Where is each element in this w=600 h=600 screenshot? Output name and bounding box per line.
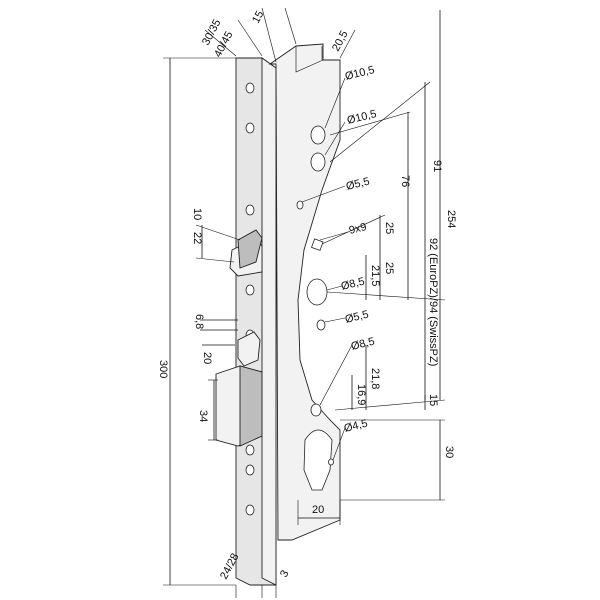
hole-top-b <box>310 152 326 172</box>
label-phi8-5-a: Ø8,5 <box>340 275 366 292</box>
dimension-lines <box>163 7 446 598</box>
label-phi5-5-a: Ø5,5 <box>345 175 371 192</box>
label-6-8: 6,8 <box>193 314 205 329</box>
hole-c <box>310 403 322 417</box>
holes <box>296 125 334 491</box>
label-300: 300 <box>157 360 169 378</box>
label-20-bottom: 20 <box>312 504 324 516</box>
hole-top-a <box>310 125 326 145</box>
cylinder-hole <box>306 278 328 306</box>
hole-small-b <box>316 319 326 331</box>
label-phi10-5-b: Ø10,5 <box>346 108 378 127</box>
label-20-5: 20,5 <box>330 29 351 54</box>
label-3: 3 <box>278 568 291 579</box>
faceplate <box>235 57 277 586</box>
label-20-mid: 20 <box>201 352 213 364</box>
label-21-5: 21,5 <box>369 265 381 286</box>
hole-d <box>328 458 334 466</box>
hole-small-a <box>296 200 304 210</box>
dead-bolt <box>215 365 263 447</box>
label-30: 30 <box>443 446 455 458</box>
label-76: 76 <box>399 175 411 187</box>
label-phi4-5: Ø4,5 <box>343 417 369 434</box>
label-phi5-5-b: Ø5,5 <box>344 308 370 325</box>
label-euro-swiss: 92 (EuroPZ)/94 (SwissPZ) <box>427 238 439 366</box>
label-22: 22 <box>191 232 203 244</box>
euro-cylinder-cutout <box>303 429 333 491</box>
label-16-9: 16,9 <box>355 384 367 405</box>
latch-bolt <box>229 229 263 277</box>
label-15-side: 15 <box>427 394 439 406</box>
label-15-top: 15 <box>250 9 266 25</box>
label-91: 91 <box>431 160 443 172</box>
label-phi10-5-a: Ø10,5 <box>344 64 376 83</box>
label-25-b: 25 <box>383 262 395 274</box>
label-10: 10 <box>191 208 203 220</box>
auxiliary-latch <box>237 331 261 367</box>
label-254: 254 <box>445 210 457 228</box>
label-21-8: 21,8 <box>369 368 381 389</box>
label-9x9: 9x9 <box>348 221 368 237</box>
label-25-a: 25 <box>383 222 395 234</box>
label-phi8-5-b: Ø8,5 <box>350 335 376 352</box>
square-follower <box>311 238 324 251</box>
label-34: 34 <box>197 410 209 422</box>
